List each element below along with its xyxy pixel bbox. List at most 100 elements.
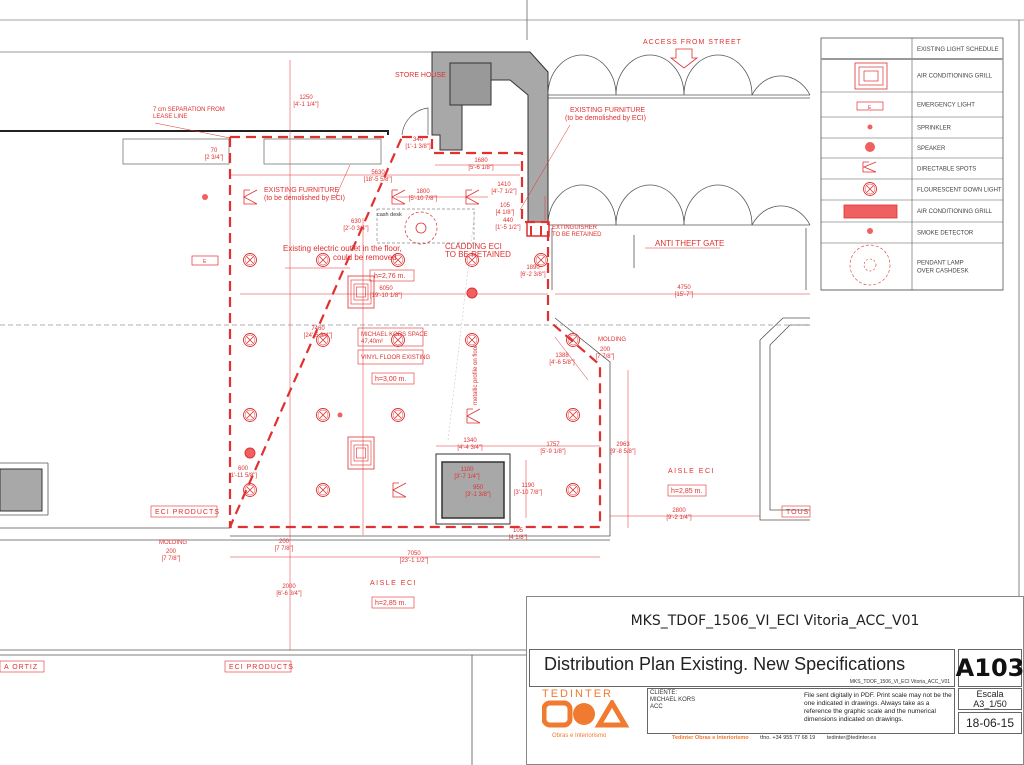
scale-value: A3_1/50 (973, 699, 1007, 709)
legend-item-label: SPEAKER (917, 146, 946, 152)
legend-item-label: SMOKE DETECTOR (917, 231, 974, 237)
legend-item-label: AIR CONDITIONING GRILL (917, 209, 993, 215)
label-cladding: TO BE RETAINED (445, 250, 511, 259)
label-molding: MOLDING (598, 337, 626, 343)
label-cash-desk: cash desk (377, 212, 402, 218)
label-molding: MOLDING (159, 540, 187, 546)
footer-email[interactable]: tedinter@tedinter.es (826, 735, 877, 741)
dimension-metric: 105 (500, 203, 511, 209)
dimension-imperial: [5'-10 7/8"] (409, 196, 438, 202)
drawing-title: Distribution Plan Existing. New Specific… (544, 654, 906, 674)
dimension-imperial: [4'-4 3/4"] (457, 445, 483, 451)
dimension-imperial: [4'-6 5/8"] (549, 360, 575, 366)
dimension-metric: 200 (279, 539, 290, 545)
dimension-metric: 5630 (371, 170, 385, 176)
dimension-imperial: [4 1/8"] (496, 210, 515, 216)
title-code: MKS_TDOF_1506_VI_ECI Vitoria_ACC_V01 (849, 679, 950, 685)
label-metallic-profile: metallic profile on floor (473, 345, 479, 405)
dimension-imperial: [7 7/8"] (596, 354, 615, 360)
legend-item-label: SPRINKLER (917, 126, 952, 132)
pendant-lamp-icon (849, 244, 891, 286)
dimension-imperial: [2'-0 3/4"] (343, 226, 369, 232)
dimension-metric: 200 (600, 347, 611, 353)
dimension-imperial: [1'-1 3/8"] (405, 144, 431, 150)
label-existing-furniture: EXISTING FURNITURE (264, 187, 339, 194)
logo-mark (541, 698, 630, 728)
dimension-metric: 105 (513, 528, 524, 534)
dimension-imperial: [5'-9 1/8"] (540, 449, 566, 455)
legend-item-label: OVER CASHDESK (917, 269, 969, 275)
dimension-metric: 70 (211, 148, 218, 154)
dimension-metric: 2800 (672, 508, 686, 514)
speaker-icon (466, 287, 478, 299)
sprinkler-icon (867, 124, 873, 130)
dimension-metric: 1190 (522, 483, 536, 489)
dimension-labels: 1250[4'-1 1/4"]70[2 3/4"]340[1'-1 3/8"]1… (162, 95, 694, 597)
dimension-imperial: [7 7/8"] (162, 556, 181, 562)
dimension-imperial: [1'-5 1/2"] (495, 225, 521, 231)
fluorescent-down-lights (243, 253, 580, 497)
dimension-imperial: [1'-11 5/8"] (229, 473, 258, 479)
label-extinguisher: EXTINGUISHER (552, 225, 598, 231)
label-eci-products: ECI PRODUCTS (155, 509, 220, 516)
sprinkler-icon (337, 412, 343, 418)
dimension-imperial: [6'-2 3/8"] (520, 272, 546, 278)
legend-item-label: AIR CONDITIONING GRILL (917, 74, 993, 80)
label-ceiling-height: h=2,76 m. (374, 273, 405, 280)
emergency-light-icon (191, 255, 219, 266)
emergency-light-glyph: E (203, 259, 207, 265)
dimension-metric: 2000 (282, 584, 296, 590)
label-existing-furniture: EXISTING FURNITURE (570, 107, 645, 114)
company-logo: TEDINTER Obras e Interiorismo (541, 688, 632, 739)
dimension-metric: 1890 (526, 265, 540, 271)
dimension-metric: 600 (238, 466, 249, 472)
label-vinyl-floor: VINYL FLOOR EXISTING (361, 355, 430, 361)
label-extinguisher: TO BE RETAINED (552, 232, 602, 238)
sheet-number: A103 (955, 654, 1024, 682)
project-code: MKS_TDOF_1506_VI_ECI Vitoria_ACC_V01 (630, 613, 920, 629)
legend-title: EXISTING LIGHT SCHEDULE (917, 47, 999, 53)
speaker-icon (244, 447, 256, 459)
dimension-metric: 1388 (555, 353, 569, 359)
logo-text: TEDINTER (542, 688, 613, 700)
label-anti-theft-gate: ANTI THEFT GATE (655, 239, 724, 248)
dimension-imperial: [19'-10 1/8"] (370, 293, 402, 299)
dimension-metric: 950 (473, 485, 484, 491)
label-store-house: STORE HOUSE (395, 72, 446, 79)
dimension-metric: 200 (166, 549, 177, 555)
dimension-imperial: [4'-7 1/2"] (491, 189, 517, 195)
legend-table: EXISTING LIGHT SCHEDULE AIR CONDITIONING… (820, 37, 1004, 291)
dimension-metric: 7050 (407, 551, 421, 557)
legend-item-label: FLOURESCENT DOWN LIGHT (917, 188, 1002, 194)
air-conditioning-grill-square-icon (854, 62, 888, 90)
client-name: MICHAEL KORS (650, 697, 696, 703)
label-electric-outlet: could be removed (333, 253, 397, 262)
dimension-imperial: [6'-6 3/4"] (276, 591, 302, 597)
dimension-imperial: [2 3/4"] (205, 155, 224, 161)
smoke-detector-icon (867, 228, 873, 234)
dimension-metric: 4750 (677, 285, 691, 291)
footer-phone: tfno. +34 955 77 68 19 (760, 735, 816, 741)
dimension-metric: 1800 (416, 189, 430, 195)
label-access-from-street: ACCESS FROM STREET (643, 39, 742, 46)
dimension-imperial: [3'-1 3/8"] (465, 492, 491, 498)
label-separation: LEASE LINE (153, 114, 187, 120)
label-existing-furniture: (to be demolished by ECI) (264, 195, 345, 202)
dimension-imperial: [9'-8 5/8"] (610, 449, 636, 455)
label-eci-products: ECI PRODUCTS (229, 664, 294, 671)
dimension-metric: 7460 (311, 326, 325, 332)
label-tous: TOUS (786, 509, 809, 516)
client-sub: ACC (650, 704, 663, 710)
directable-spot-icon (862, 161, 877, 173)
elevator-block (441, 461, 505, 519)
dimension-imperial: [9'-2 1/4"] (666, 515, 692, 521)
emergency-light-icon (856, 101, 884, 111)
dimension-metric: 1757 (546, 442, 560, 448)
dimension-metric: 6050 (379, 286, 393, 292)
disclaimer-note: File sent digitally in PDF. Print scale … (804, 692, 952, 723)
label-separation: 7 cm SEPARATION FROM (153, 107, 225, 113)
drawing-date: 18-06-15 (958, 712, 1022, 734)
dimension-metric: 340 (413, 137, 424, 143)
label-aisle-eci: AISLE ECI (668, 468, 715, 475)
